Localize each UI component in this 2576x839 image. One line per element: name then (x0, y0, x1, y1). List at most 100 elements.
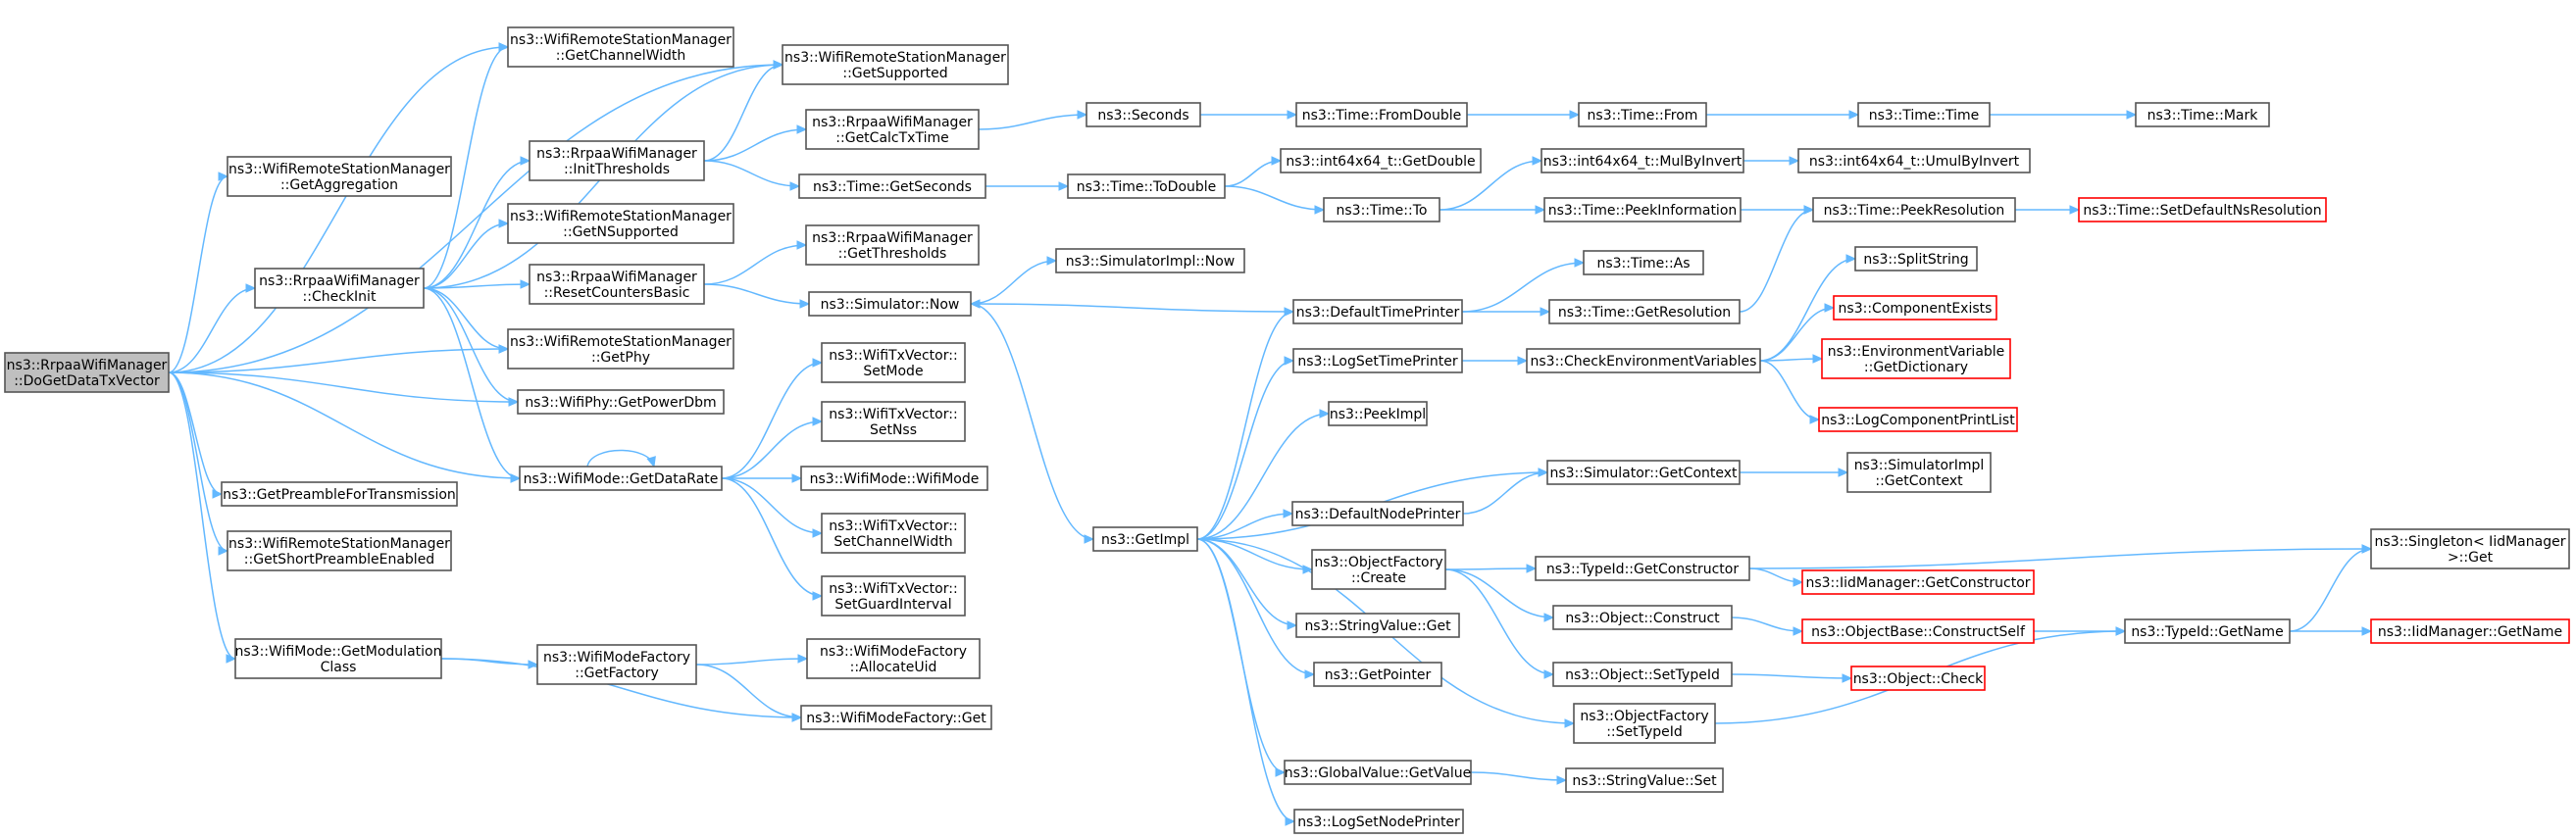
node-time-from[interactable]: ns3::Time::From (1578, 102, 1707, 127)
node-label-line: ns3::TypeId::GetName (2131, 624, 2283, 640)
node-box (234, 638, 442, 679)
node-check-init[interactable]: ns3::RrpaaWifiManager::CheckInit (254, 268, 425, 309)
node-box (1850, 666, 1986, 691)
node-time-as[interactable]: ns3::Time::As (1583, 250, 1704, 275)
node-sim-impl-get-context[interactable]: ns3::SimulatorImpl::GetContext (1846, 452, 1992, 493)
edge-get-data-rate-to-wifi-mode-ctor (722, 473, 803, 483)
node-get-constructor[interactable]: ns3::TypeId::GetConstructor (1535, 556, 1750, 581)
node-box (507, 26, 734, 68)
node-get-phy[interactable]: ns3::WifiRemoteStationManager::GetPhy (507, 328, 734, 370)
node-split-string[interactable]: ns3::SplitString (1854, 246, 1978, 271)
node-time-to[interactable]: ns3::Time::To (1323, 197, 1440, 222)
node-reset-counters[interactable]: ns3::RrpaaWifiManager::ResetCountersBasi… (529, 264, 705, 305)
node-get-channel-width[interactable]: ns3::WifiRemoteStationManager::GetChanne… (507, 26, 734, 68)
edge-check-init-to-get-data-rate (423, 287, 522, 483)
node-box (1854, 246, 1978, 271)
node-get-nsupported[interactable]: ns3::WifiRemoteStationManager::GetNSuppo… (507, 203, 734, 244)
node-iid-get-constructor[interactable]: ns3::IidManager::GetConstructor (1801, 569, 2035, 595)
node-get-supported[interactable]: ns3::WifiRemoteStationManager::GetSuppor… (782, 44, 1009, 85)
node-string-value-get[interactable]: ns3::StringValue::Get (1295, 613, 1460, 638)
node-set-default-ns-res[interactable]: ns3::Time::SetDefaultNsResolution (2078, 197, 2327, 222)
node-box (821, 513, 966, 554)
node-allocate-uid[interactable]: ns3::WifiModeFactory::AllocateUid (806, 638, 981, 679)
node-from-double[interactable]: ns3::Time::FromDouble (1295, 102, 1468, 127)
node-get-short-preamble[interactable]: ns3::WifiRemoteStationManager::GetShortP… (227, 530, 452, 571)
node-obj-set-type-id[interactable]: ns3::Object::SetTypeId (1552, 662, 1733, 687)
node-default-node-printer[interactable]: ns3::DefaultNodePrinter (1291, 501, 1464, 526)
node-box (529, 140, 705, 181)
node-get-power-dbm[interactable]: ns3::WifiPhy::GetPowerDbm (517, 389, 725, 415)
node-box (1067, 173, 1226, 199)
node-label-line: ns3::WifiModeFactory (543, 650, 690, 666)
node-init-thresholds[interactable]: ns3::RrpaaWifiManager::InitThresholds (529, 140, 705, 181)
node-label-line: ns3::DefaultTimePrinter (1296, 305, 1460, 321)
node-box (507, 203, 734, 244)
node-log-component-print[interactable]: ns3::LogComponentPrintList (1818, 407, 2018, 432)
node-peek-impl[interactable]: ns3::PeekImpl (1328, 401, 1428, 426)
node-wifi-mode-ctor[interactable]: ns3::WifiMode::WifiMode (800, 466, 988, 491)
node-of-set-type-id[interactable]: ns3::ObjectFactory::SetTypeId (1573, 703, 1716, 744)
node-get-aggregation[interactable]: ns3::WifiRemoteStationManager::GetAggreg… (227, 156, 452, 197)
node-default-time-printer[interactable]: ns3::DefaultTimePrinter (1292, 299, 1463, 324)
node-peek-information[interactable]: ns3::Time::PeekInformation (1543, 197, 1742, 222)
node-box (254, 268, 425, 309)
node-mul-by-invert[interactable]: ns3::int64x64_t::MulByInvert (1541, 148, 1744, 173)
node-root[interactable]: ns3::RrpaaWifiManager::DoGetDataTxVector (4, 352, 170, 393)
node-label-line: ns3::EnvironmentVariable (1828, 344, 2005, 360)
node-type-id-get-name[interactable]: ns3::TypeId::GetName (2124, 618, 2291, 644)
node-to-double[interactable]: ns3::Time::ToDouble (1067, 173, 1226, 199)
node-component-exists[interactable]: ns3::ComponentExists (1833, 295, 1997, 321)
node-get-data-rate[interactable]: ns3::WifiMode::GetDataRate (519, 466, 723, 491)
node-get-impl[interactable]: ns3::GetImpl (1092, 526, 1198, 552)
node-umul-by-invert[interactable]: ns3::int64x64_t::UmulByInvert (1797, 148, 2031, 173)
node-sim-impl-now[interactable]: ns3::SimulatorImpl::Now (1055, 248, 1245, 273)
node-label-line: ns3::TypeId::GetConstructor (1546, 562, 1739, 577)
edge-init-thresholds-to-get-supported (703, 60, 784, 162)
node-check-env[interactable]: ns3::CheckEnvironmentVariables (1526, 348, 1761, 373)
node-log-set-time-printer[interactable]: ns3::LogSetTimePrinter (1292, 348, 1463, 373)
edge-default-time-printer-to-get-resolution (1462, 307, 1551, 317)
node-get-calc-tx-time[interactable]: ns3::RrpaaWifiManager::GetCalcTxTime (805, 109, 980, 150)
node-set-mode[interactable]: ns3::WifiTxVector::SetMode (821, 342, 966, 383)
node-int64get-double[interactable]: ns3::int64x64_t::GetDouble (1280, 148, 1482, 173)
node-box (1526, 348, 1761, 373)
node-get-preamble[interactable]: ns3::GetPreambleForTransmission (221, 481, 458, 507)
node-set-nss[interactable]: ns3::WifiTxVector::SetNss (821, 401, 966, 442)
node-singleton-get[interactable]: ns3::Singleton< IidManager >::Get (2370, 528, 2570, 569)
node-label-line: ns3::Time::GetResolution (1558, 305, 1731, 321)
node-time-mark[interactable]: ns3::Time::Mark (2135, 102, 2270, 127)
edge-time-to-to-peek-information (1440, 205, 1546, 215)
node-string-value-set[interactable]: ns3::StringValue::Set (1565, 767, 1724, 793)
node-seconds[interactable]: ns3::Seconds (1086, 102, 1201, 127)
node-global-value-get[interactable]: ns3::GlobalValue::GetValue (1284, 760, 1472, 785)
node-get-resolution[interactable]: ns3::Time::GetResolution (1548, 299, 1741, 324)
node-obj-check[interactable]: ns3::Object::Check (1850, 666, 1986, 691)
edge-type-id-get-name-to-iid-get-name (2290, 626, 2373, 636)
node-box (1535, 556, 1750, 581)
node-label-line: ns3::WifiRemoteStationManager (228, 162, 450, 177)
node-iid-get-name[interactable]: ns3::IidManager::GetName (2370, 618, 2570, 644)
node-obj-construct[interactable]: ns3::Object::Construct (1552, 605, 1733, 630)
node-label-line: ns3::WifiRemoteStationManager (784, 50, 1006, 66)
node-peek-resolution[interactable]: ns3::Time::PeekResolution (1812, 197, 2016, 222)
node-sim-now[interactable]: ns3::Simulator::Now (808, 291, 972, 317)
node-env-get-dict[interactable]: ns3::EnvironmentVariable::GetDictionary (1821, 338, 2011, 379)
node-get-factory[interactable]: ns3::WifiModeFactory::GetFactory (536, 644, 697, 685)
node-box (808, 291, 972, 317)
node-label-line: ns3::WifiMode::GetDataRate (524, 471, 719, 487)
node-obj-factory-create[interactable]: ns3::ObjectFactory::Create (1311, 549, 1446, 590)
node-get-thresholds[interactable]: ns3::RrpaaWifiManager::GetThresholds (805, 224, 980, 266)
node-sim-get-context[interactable]: ns3::Simulator::GetContext (1546, 460, 1741, 485)
node-set-channel-width[interactable]: ns3::WifiTxVector::SetChannelWidth (821, 513, 966, 554)
edge-check-init-to-get-phy (423, 287, 510, 354)
node-time-time[interactable]: ns3::Time::Time (1857, 102, 1991, 127)
node-construct-self[interactable]: ns3::ObjectBase::ConstructSelf (1801, 618, 2035, 644)
node-time-get-seconds[interactable]: ns3::Time::GetSeconds (798, 173, 986, 199)
node-log-set-node-printer[interactable]: ns3::LogSetNodePrinter (1293, 809, 1464, 834)
node-get-pointer[interactable]: ns3::GetPointer (1313, 662, 1442, 687)
node-factory-get[interactable]: ns3::WifiModeFactory::Get (800, 705, 992, 730)
node-label-line: ns3::Object::SetTypeId (1565, 667, 1720, 683)
edge-root-to-get-data-rate (168, 371, 522, 483)
node-set-guard-interval[interactable]: ns3::WifiTxVector::SetGuardInterval (821, 575, 966, 617)
